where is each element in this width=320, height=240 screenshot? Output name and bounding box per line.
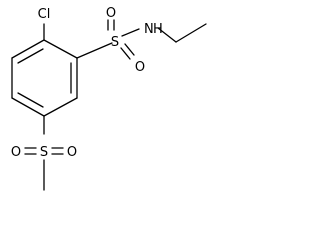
oxygen-bottom-left-label: O bbox=[11, 145, 21, 160]
chlorine-label: Cl bbox=[38, 7, 51, 22]
nitrogen-label: N bbox=[144, 22, 154, 37]
oxygen-top-left-label: O bbox=[106, 6, 116, 21]
ring-double-bond bbox=[17, 48, 44, 64]
molecule-svg: Cl S O O N H S O O bbox=[11, 6, 207, 191]
nitrogen-ethyl-bond bbox=[157, 27, 177, 43]
sulfur-oxygen-double-bond bbox=[120, 47, 131, 60]
ring-bond bbox=[43, 97, 78, 117]
sulfur-nitrogen-bond bbox=[121, 28, 140, 37]
sulfur-top-label: S bbox=[111, 35, 119, 50]
ethyl-carbon-bond bbox=[175, 23, 207, 43]
ring-double-bond bbox=[17, 92, 44, 108]
nitrogen-hydrogen-label: H bbox=[153, 22, 163, 37]
ring-bond bbox=[11, 39, 45, 59]
ring-bond bbox=[43, 39, 78, 59]
structure-diagram: Cl S O O N H S O O bbox=[11, 6, 207, 191]
oxygen-top-right-label: O bbox=[135, 60, 145, 75]
ring-to-sulfur-bond bbox=[76, 42, 113, 59]
oxygen-bottom-right-label: O bbox=[67, 145, 77, 160]
sulfur-oxygen-double-bond bbox=[124, 43, 135, 56]
benzene-ring bbox=[11, 39, 78, 117]
ring-bond bbox=[11, 97, 45, 117]
sulfur-bottom-label: S bbox=[40, 145, 48, 160]
